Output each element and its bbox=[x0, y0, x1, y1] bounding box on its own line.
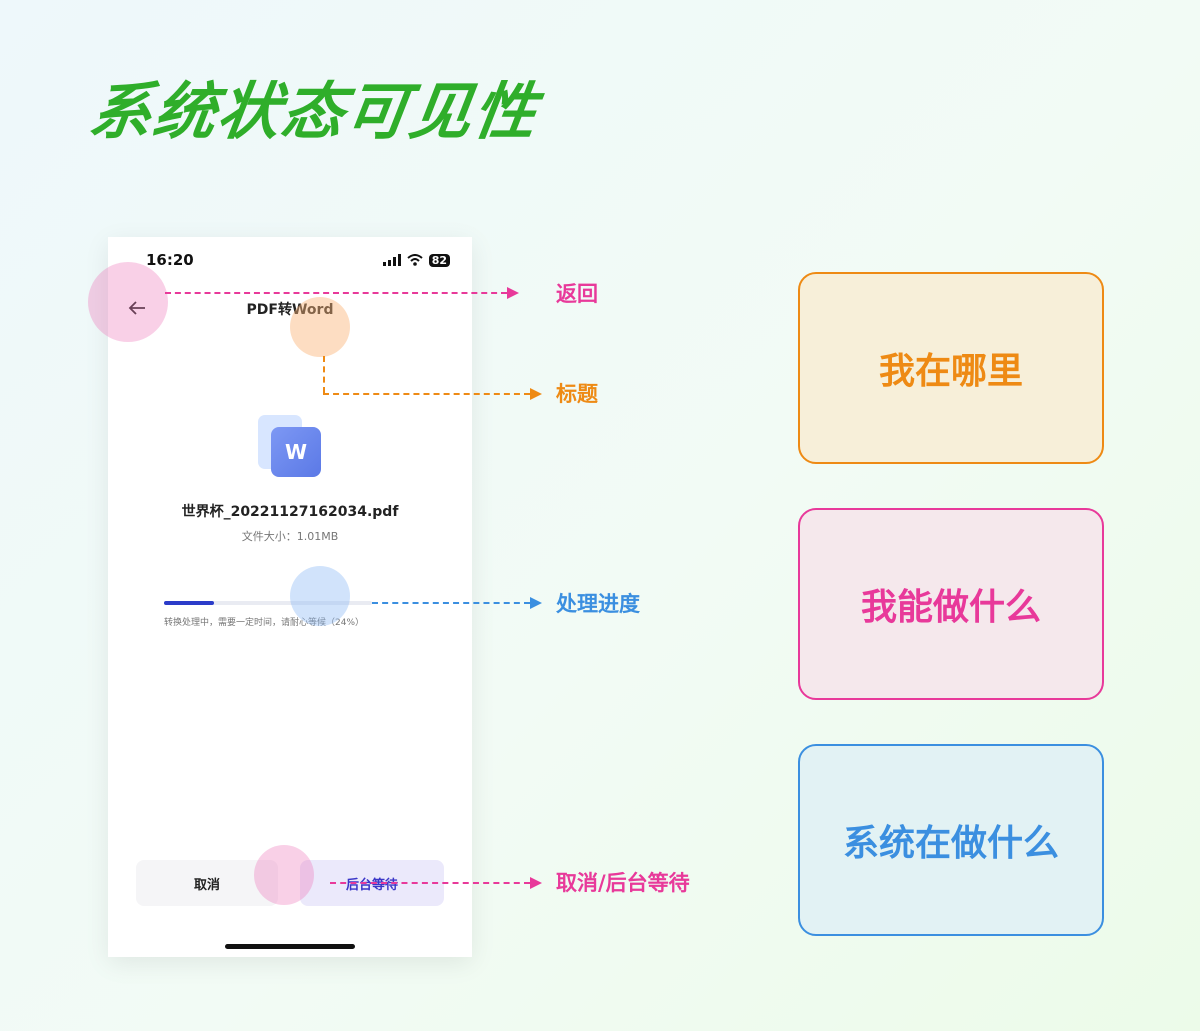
box-where-am-i: 我在哪里 bbox=[798, 272, 1104, 464]
wifi-icon bbox=[407, 254, 423, 266]
page-heading: 系统状态可见性 bbox=[84, 75, 544, 148]
annotation-title: 标题 bbox=[556, 382, 598, 406]
progress-fill bbox=[164, 601, 214, 605]
annotation-back: 返回 bbox=[556, 282, 598, 306]
signal-icon bbox=[382, 254, 401, 266]
connector-title-vertical bbox=[323, 356, 325, 393]
highlight-title bbox=[290, 297, 350, 357]
connector-buttons bbox=[330, 882, 530, 884]
file-name: 世界杯_20221127162034.pdf bbox=[181, 504, 399, 520]
arrow-buttons bbox=[530, 877, 542, 889]
progress-text: 转换处理中，需要一定时间，请耐心等候（24%） bbox=[164, 618, 365, 628]
battery-icon: 82 bbox=[428, 253, 450, 267]
box-system-doing: 系统在做什么 bbox=[798, 744, 1104, 936]
connector-progress bbox=[372, 602, 530, 604]
highlight-progress bbox=[290, 566, 350, 626]
file-icon-front: W bbox=[271, 427, 321, 477]
box-what-can-i-do: 我能做什么 bbox=[798, 508, 1104, 700]
arrow-progress bbox=[530, 597, 542, 609]
arrow-title bbox=[530, 388, 542, 400]
connector-back bbox=[165, 292, 507, 294]
highlight-back bbox=[88, 262, 168, 342]
status-time: 16:20 bbox=[146, 251, 194, 269]
back-button[interactable] bbox=[128, 297, 146, 321]
progress-bar bbox=[164, 601, 372, 605]
phone-screen: 16:20 82 PDF转Word W 世界杯_20221127162034.p… bbox=[108, 237, 472, 957]
file-icon-letter: W bbox=[284, 440, 308, 464]
home-indicator bbox=[225, 944, 355, 949]
highlight-buttons bbox=[254, 845, 314, 905]
connector-title bbox=[323, 393, 530, 395]
file-size: 文件大小：1.01MB bbox=[241, 530, 339, 543]
annotation-progress: 处理进度 bbox=[556, 592, 640, 616]
arrow-back bbox=[507, 287, 519, 299]
nav-title: PDF转Word bbox=[246, 302, 334, 318]
cancel-button[interactable]: 取消 bbox=[136, 860, 278, 906]
word-file-icon: W bbox=[258, 413, 322, 479]
status-icons: 82 bbox=[382, 251, 450, 269]
annotation-buttons: 取消/后台等待 bbox=[556, 871, 690, 895]
back-arrow-icon bbox=[128, 301, 145, 315]
